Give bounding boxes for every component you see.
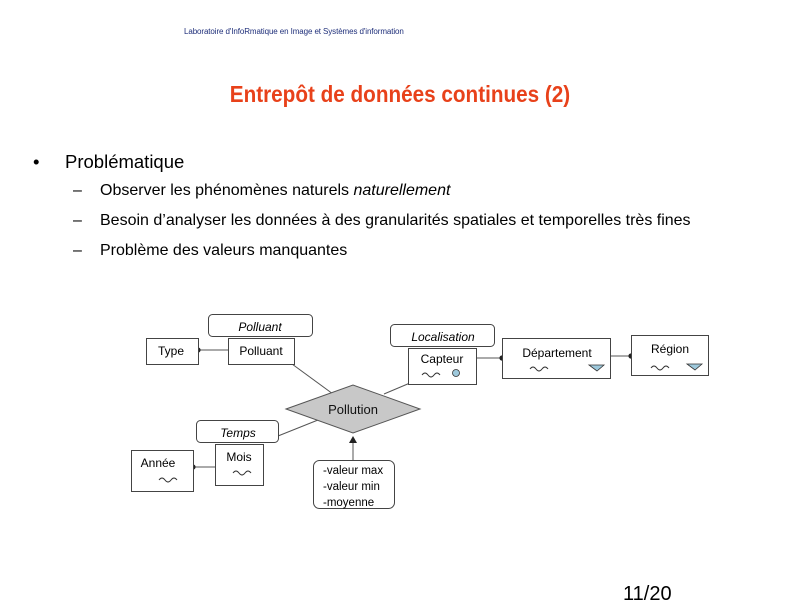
link-polluant-fact (291, 363, 334, 395)
level-type-label: Type (158, 344, 184, 358)
bullet-dot: • (33, 151, 40, 172)
bullet-text: Problématique (65, 151, 185, 172)
measures-box (313, 460, 395, 509)
dimension-localisation-header (390, 324, 495, 347)
level-mois-label: Mois (226, 450, 251, 464)
subbullet-dash: – (73, 182, 82, 199)
level-annee-label: Année (141, 456, 176, 470)
level-capteur-box (408, 348, 477, 385)
lab-header: Laboratoire d'InfoRmatique en Image et S… (184, 27, 404, 36)
continuous-field-icon (650, 365, 670, 371)
dimension-temps-header (196, 420, 279, 443)
subbullet-probleme: – Problème des valeurs manquantes (73, 242, 347, 260)
continuous-field-icon (529, 366, 549, 372)
bullet-problematique: • Problématique (33, 151, 184, 173)
surface-geometry-icon (685, 363, 704, 371)
dimension-polluant-title: Polluant (238, 320, 282, 334)
measure-moyenne: -moyenne (323, 497, 374, 509)
surface-geometry-icon (587, 364, 606, 372)
level-annee-box (131, 450, 194, 492)
subbullet-besoin: – Besoin d’analyser les données à des gra… (73, 212, 691, 230)
link-capteur-fact (383, 382, 411, 395)
slide-title: Entrepôt de données continues (2) (229, 81, 571, 107)
dimension-localisation-title: Localisation (411, 330, 475, 344)
fact-label: Pollution (328, 402, 378, 417)
level-type-box (146, 338, 199, 365)
subbullet-observer: – Observer les phénomènes naturels nature… (73, 182, 450, 200)
point-geometry-icon (452, 369, 460, 377)
fact-diamond (284, 384, 422, 434)
page-number: 11/20 (623, 583, 672, 605)
continuous-field-icon (158, 477, 178, 483)
level-departement-box (502, 338, 611, 379)
continuous-field-icon (421, 372, 441, 378)
subbullet-text: Besoin d’analyser les données à des gran… (100, 212, 691, 229)
continuous-field-icon (232, 470, 252, 476)
level-mois-box (215, 444, 264, 486)
measure-valeur-min: -valeur min (323, 481, 380, 493)
level-departement-label: Département (522, 346, 592, 360)
subbullet-text: Problème des valeurs manquantes (100, 242, 348, 259)
connector-lines (193, 349, 631, 468)
subbullet-emphasis: naturellement (353, 182, 451, 199)
level-region-label: Région (651, 342, 689, 356)
level-capteur-label: Capteur (421, 352, 464, 366)
subbullet-text: Observer les phénomènes naturels (100, 182, 354, 199)
measures-arrowhead (349, 436, 357, 443)
subbullet-dash: – (73, 242, 82, 259)
level-polluant-box (228, 338, 295, 365)
level-polluant-label: Polluant (239, 344, 283, 358)
subbullet-dash: – (73, 212, 82, 229)
measure-valeur-max: -valeur max (323, 465, 383, 477)
dimension-temps-title: Temps (220, 426, 256, 440)
dimension-polluant-header (208, 314, 313, 337)
